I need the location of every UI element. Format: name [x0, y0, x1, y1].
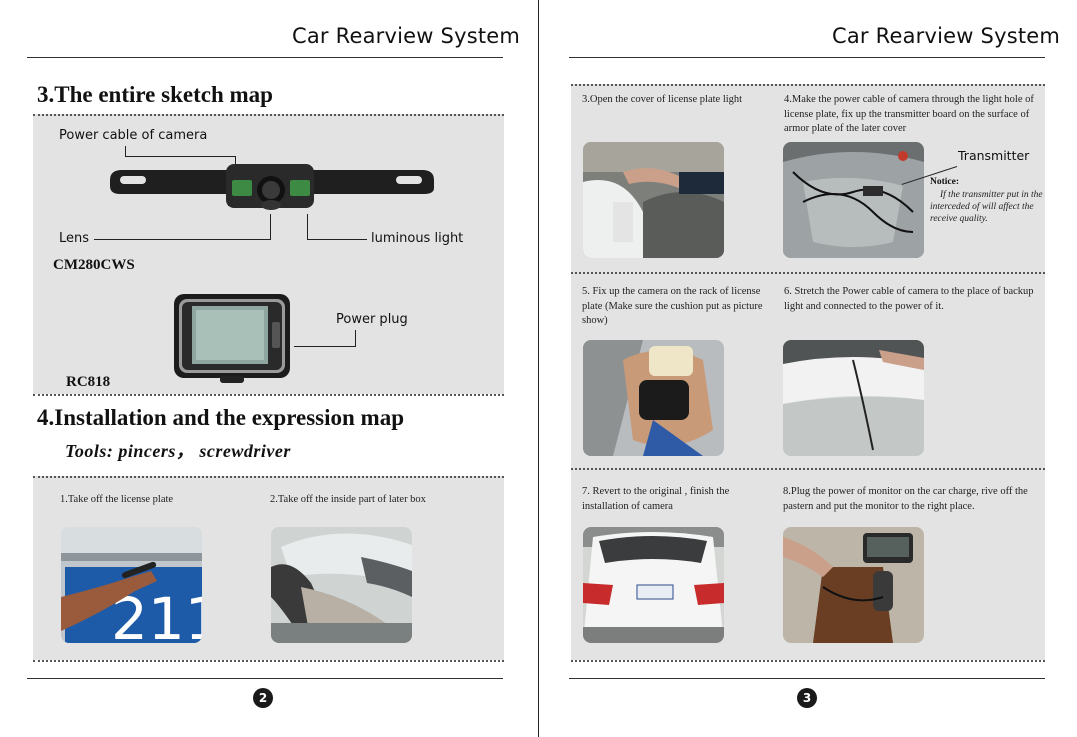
divider — [571, 468, 1045, 470]
footer-rule — [27, 678, 503, 679]
step-8-caption: 8.Plug the power of monitor on the car c… — [783, 486, 1028, 512]
section-title-sketch-map: 3.The entire sketch map — [37, 82, 273, 107]
divider — [33, 476, 504, 478]
divider — [571, 272, 1045, 274]
callout-power-plug: Power plug — [336, 312, 408, 327]
step-4-caption: 4.Make the power cable of camera through… — [784, 94, 1034, 134]
step-3-photo — [583, 142, 724, 258]
leader-line — [270, 214, 271, 240]
divider — [571, 660, 1045, 662]
step-1-caption: 1.Take off the license plate — [60, 494, 174, 505]
leader-line — [307, 239, 367, 240]
header-rule — [569, 57, 1045, 58]
step-6-caption: 6. Stretch the Power cable of camera to … — [784, 286, 1034, 312]
page-right: Car Rearview System 3.Open the cover of … — [539, 0, 1077, 737]
model-monitor: RC818 — [66, 374, 111, 390]
callout-lens: Lens — [59, 231, 90, 246]
page-number: 3 — [797, 688, 817, 708]
leader-line — [307, 214, 308, 240]
leader-line — [235, 156, 236, 168]
page-divider — [538, 0, 539, 737]
step-1-photo: 211 — [61, 527, 202, 643]
header-title: Car Rearview System — [832, 24, 1061, 48]
notice-body: If the transmitter put in the interceded… — [930, 190, 1043, 224]
step-5-caption: 5. Fix up the camera on the rack of lice… — [582, 286, 763, 326]
model-camera: CM280CWS — [53, 257, 135, 273]
callout-power-cable: Power cable of camera — [59, 128, 208, 143]
divider — [33, 394, 504, 396]
step-7-caption: 7. Revert to the original , finish the i… — [582, 486, 730, 512]
step-2-caption: 2.Take off the inside part of later box — [270, 494, 426, 505]
tools-label: Tools: pincers， screwdriver — [65, 441, 291, 461]
callout-luminous-light: luminous light — [371, 231, 464, 246]
page-number: 2 — [253, 688, 273, 708]
step-2-photo — [271, 527, 412, 643]
step-6-photo — [783, 340, 924, 456]
step-7-photo — [583, 527, 724, 643]
step-4-photo — [783, 142, 924, 258]
divider — [33, 660, 504, 662]
step-3-caption: 3.Open the cover of license plate light — [582, 94, 743, 105]
header-rule — [27, 57, 503, 58]
callout-transmitter: Transmitter — [958, 148, 1030, 163]
divider — [33, 114, 504, 116]
section-title-installation: 4.Installation and the expression map — [37, 405, 405, 430]
leader-line — [125, 156, 236, 157]
step-5-photo — [583, 340, 724, 456]
leader-line — [94, 239, 270, 240]
divider — [571, 84, 1045, 86]
leader-line — [355, 330, 356, 346]
monitor-image — [172, 292, 292, 384]
notice-heading: Notice: — [930, 177, 960, 187]
header-title: Car Rearview System — [292, 24, 521, 48]
footer-rule — [569, 678, 1045, 679]
camera-bracket-image — [108, 160, 436, 218]
step-8-photo — [783, 527, 924, 643]
leader-line — [125, 146, 126, 156]
page-left: Car Rearview System 3.The entire sketch … — [0, 0, 538, 737]
leader-line — [294, 346, 356, 347]
